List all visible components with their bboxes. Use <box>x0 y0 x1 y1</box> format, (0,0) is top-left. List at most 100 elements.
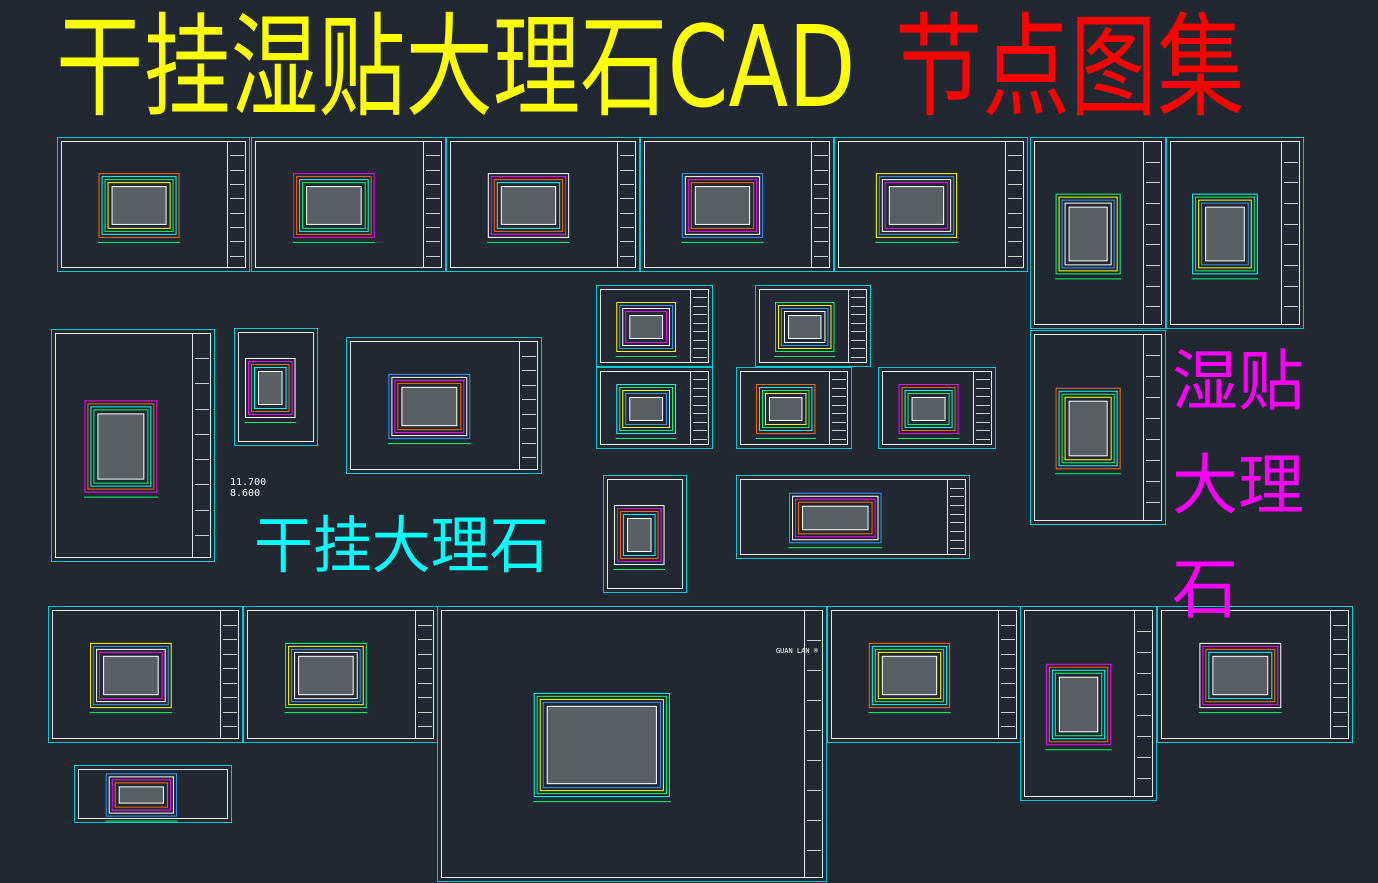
detail-drawing <box>755 384 816 439</box>
title-block <box>998 610 1017 739</box>
detail-drawing <box>681 173 764 243</box>
sheet-frame <box>1161 610 1349 739</box>
detail-drawing <box>387 373 471 445</box>
sheet-frame <box>55 333 211 558</box>
sheet-frame <box>600 289 709 363</box>
sheet-frame <box>255 141 442 268</box>
detail-drawing <box>487 173 570 243</box>
detail-drawing <box>1198 642 1282 714</box>
sheet-3[interactable] <box>446 137 640 272</box>
level-mark: 11.700 <box>230 477 267 488</box>
sheet-14[interactable] <box>596 367 713 449</box>
sheet-frame <box>1024 610 1153 797</box>
sheet-21[interactable]: GUAN LAN ® <box>437 606 827 882</box>
sheet-13[interactable] <box>755 285 871 367</box>
sheet-frame <box>450 141 636 268</box>
sheet-frame <box>1170 141 1300 325</box>
detail-drawing <box>1055 387 1122 475</box>
sheet-frame <box>78 769 228 819</box>
sheet-frame <box>350 341 538 470</box>
sheet-5[interactable] <box>834 137 1028 272</box>
sheet-24[interactable] <box>1157 606 1353 743</box>
sheet-17[interactable] <box>603 475 687 593</box>
detail-drawing <box>1055 193 1122 280</box>
sheet-frame <box>52 610 239 739</box>
title-block <box>1143 334 1162 521</box>
title-accent: 节点图集 <box>895 3 1245 133</box>
sheet-frame <box>600 371 709 445</box>
detail-drawing <box>613 504 666 571</box>
sheet-19[interactable] <box>48 606 243 743</box>
wet-paste-label: 湿贴 大理 石 <box>1172 330 1312 642</box>
title-block <box>192 333 211 558</box>
wet-paste-line: 湿贴 <box>1172 343 1304 420</box>
detail-drawing <box>292 173 376 243</box>
sheet-frame <box>1034 334 1162 521</box>
detail-drawing <box>533 692 671 803</box>
sheet-frame <box>838 141 1024 268</box>
title-block <box>220 610 239 739</box>
sheet-frame <box>831 610 1017 739</box>
title-block <box>1330 610 1349 739</box>
sheet-7[interactable] <box>1166 137 1304 329</box>
sheet-25[interactable] <box>74 765 232 823</box>
title-block <box>804 610 823 878</box>
title-block <box>415 610 434 739</box>
sheet-12[interactable] <box>596 285 713 367</box>
title-block <box>1143 141 1162 325</box>
title-block <box>617 141 636 268</box>
detail-drawing <box>105 773 178 822</box>
detail-drawing <box>898 384 960 439</box>
sheet-22[interactable] <box>827 606 1021 743</box>
detail-drawing <box>788 492 883 549</box>
sheet-frame <box>759 289 867 363</box>
detail-drawing <box>89 642 173 714</box>
sheet-15[interactable] <box>736 367 852 449</box>
sheet-10[interactable] <box>234 328 318 446</box>
sheet-frame <box>644 141 830 268</box>
sheet-frame <box>247 610 434 739</box>
sheet-20[interactable] <box>243 606 438 743</box>
sheet-11[interactable] <box>346 337 542 474</box>
sheet-frame <box>1034 141 1162 325</box>
level-mark: 8.600 <box>230 488 261 499</box>
title-block <box>811 141 830 268</box>
detail-drawing <box>615 384 677 439</box>
detail-drawing <box>774 302 835 357</box>
sheet-frame <box>61 141 246 268</box>
sheet-4[interactable] <box>640 137 834 272</box>
sheet-6[interactable] <box>1030 137 1166 329</box>
sheet-8[interactable] <box>1030 330 1166 525</box>
wet-paste-line: 石 <box>1172 551 1238 628</box>
sheet-16[interactable] <box>878 367 996 449</box>
detail-drawing <box>83 400 158 498</box>
title-block <box>829 371 848 445</box>
title-block <box>519 341 538 470</box>
detail-drawing <box>284 642 368 714</box>
title-block <box>227 141 246 268</box>
sheet-frame <box>882 371 992 445</box>
dry-hang-label: 干挂大理石 <box>254 509 549 582</box>
sheet-1[interactable] <box>57 137 250 272</box>
detail-drawing <box>244 357 297 424</box>
sheet-frame <box>740 371 848 445</box>
sheet-9[interactable] <box>51 329 215 562</box>
detail-drawing <box>98 173 181 243</box>
sheet-frame <box>607 479 683 589</box>
title-block <box>423 141 442 268</box>
sheet-frame <box>740 479 966 555</box>
sheet-18[interactable] <box>736 475 970 559</box>
sheet-frame <box>441 610 823 878</box>
title-block <box>690 289 709 363</box>
title-block <box>848 289 867 363</box>
title-block <box>690 371 709 445</box>
title-block <box>973 371 992 445</box>
detail-drawing <box>868 642 951 714</box>
detail-drawing <box>1045 663 1112 751</box>
title-main: 干挂湿贴大理石CAD <box>56 3 856 133</box>
sheet-23[interactable] <box>1020 606 1157 801</box>
title-block <box>1134 610 1153 797</box>
wet-paste-line: 大理 <box>1172 447 1304 524</box>
sheet-2[interactable] <box>251 137 446 272</box>
detail-drawing <box>875 173 958 243</box>
